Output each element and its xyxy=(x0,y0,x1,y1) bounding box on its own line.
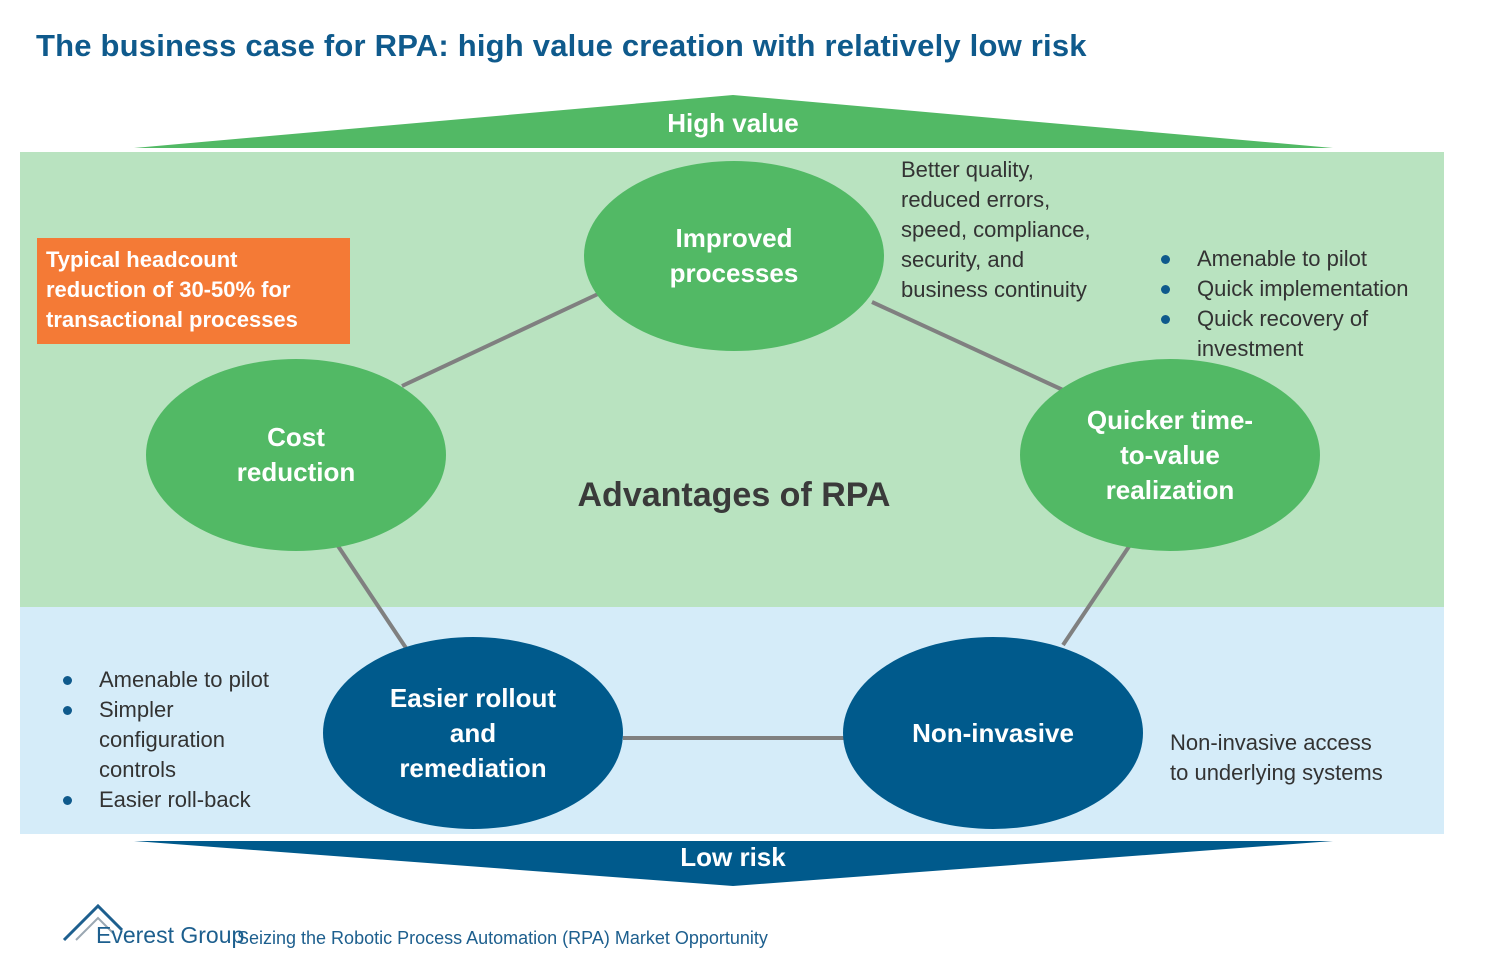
node-easier-rollout xyxy=(323,637,623,829)
page-title: The business case for RPA: high value cr… xyxy=(36,28,1087,63)
node-text-line: Cost xyxy=(267,422,325,452)
low-risk-arrow xyxy=(134,841,1333,886)
brand-name: Everest Group xyxy=(96,922,245,948)
bullet-item: Amenable to pilot xyxy=(1157,244,1447,274)
node-quicker-time-to-value xyxy=(1020,359,1320,551)
non-invasive-note: Non-invasive access to underlying system… xyxy=(1170,728,1383,788)
note-line: Non-invasive access xyxy=(1170,730,1372,755)
note-line: reduced errors, xyxy=(901,187,1051,212)
low-risk-zone xyxy=(20,607,1444,834)
node-non-invasive xyxy=(843,637,1143,829)
node-text-line: Improved xyxy=(675,223,793,253)
rollout-bullets: Amenable to pilot Simpler configuration … xyxy=(59,665,319,815)
bullet-item: Easier roll-back xyxy=(59,785,319,815)
node-text-line: reduction xyxy=(236,457,356,487)
node-text-line: realization xyxy=(1105,474,1235,505)
note-line: Better quality, xyxy=(901,157,1034,182)
footer-text: Seizing the Robotic Process Automation (… xyxy=(237,928,768,948)
connectors xyxy=(336,292,1132,740)
callout-line: transactional processes xyxy=(46,307,298,332)
node-cost-reduction xyxy=(146,359,446,551)
node-label-improved: Improved processes xyxy=(584,161,884,351)
high-value-arrow xyxy=(134,95,1333,148)
note-line: to underlying systems xyxy=(1170,760,1383,785)
bullet-item: Quick recovery of investment xyxy=(1157,304,1397,364)
node-label-rollout: Easier rollout and remediation xyxy=(323,637,623,829)
bullet-item: Quick implementation xyxy=(1157,274,1447,304)
quicker-bullets: Amenable to pilot Quick implementation Q… xyxy=(1157,244,1447,364)
callout-line: Typical headcount xyxy=(46,247,238,272)
node-label-cost: Cost reduction xyxy=(146,359,446,551)
node-label-quicker: Quicker time- to-value realization xyxy=(1020,359,1320,551)
connector-quicker-noninvasive xyxy=(1061,543,1132,647)
improved-processes-note: Better quality, reduced errors, speed, c… xyxy=(901,155,1091,305)
note-line: speed, compliance, xyxy=(901,217,1091,242)
node-text-line: and xyxy=(449,717,497,748)
note-line: security, and xyxy=(901,247,1025,272)
connector-improved-quicker xyxy=(871,300,1064,392)
high-value-label: High value xyxy=(667,108,799,138)
node-improved-processes xyxy=(584,161,884,351)
headcount-callout: Typical headcount reduction of 30-50% fo… xyxy=(37,238,350,344)
node-text-line: Easier rollout xyxy=(389,682,557,713)
center-label: Advantages of RPA xyxy=(577,476,891,514)
node-text-line: to-value xyxy=(1120,439,1220,470)
callout-line: reduction of 30-50% for xyxy=(46,277,291,302)
node-text-line: processes xyxy=(669,258,799,288)
connector-cost-rollout xyxy=(336,544,408,650)
connector-improved-cost xyxy=(401,292,599,388)
node-text-line: Non-invasive xyxy=(912,717,1074,748)
node-label-noninvasive: Non-invasive xyxy=(843,637,1143,829)
everest-logo-icon xyxy=(62,903,124,942)
note-line: business continuity xyxy=(901,277,1087,302)
bullet-item: Simpler configuration controls xyxy=(59,695,259,785)
bullet-item: Amenable to pilot xyxy=(59,665,319,695)
node-text-line: Quicker time- xyxy=(1086,404,1254,435)
low-risk-label: Low risk xyxy=(680,842,786,872)
node-text-line: remediation xyxy=(399,752,547,783)
